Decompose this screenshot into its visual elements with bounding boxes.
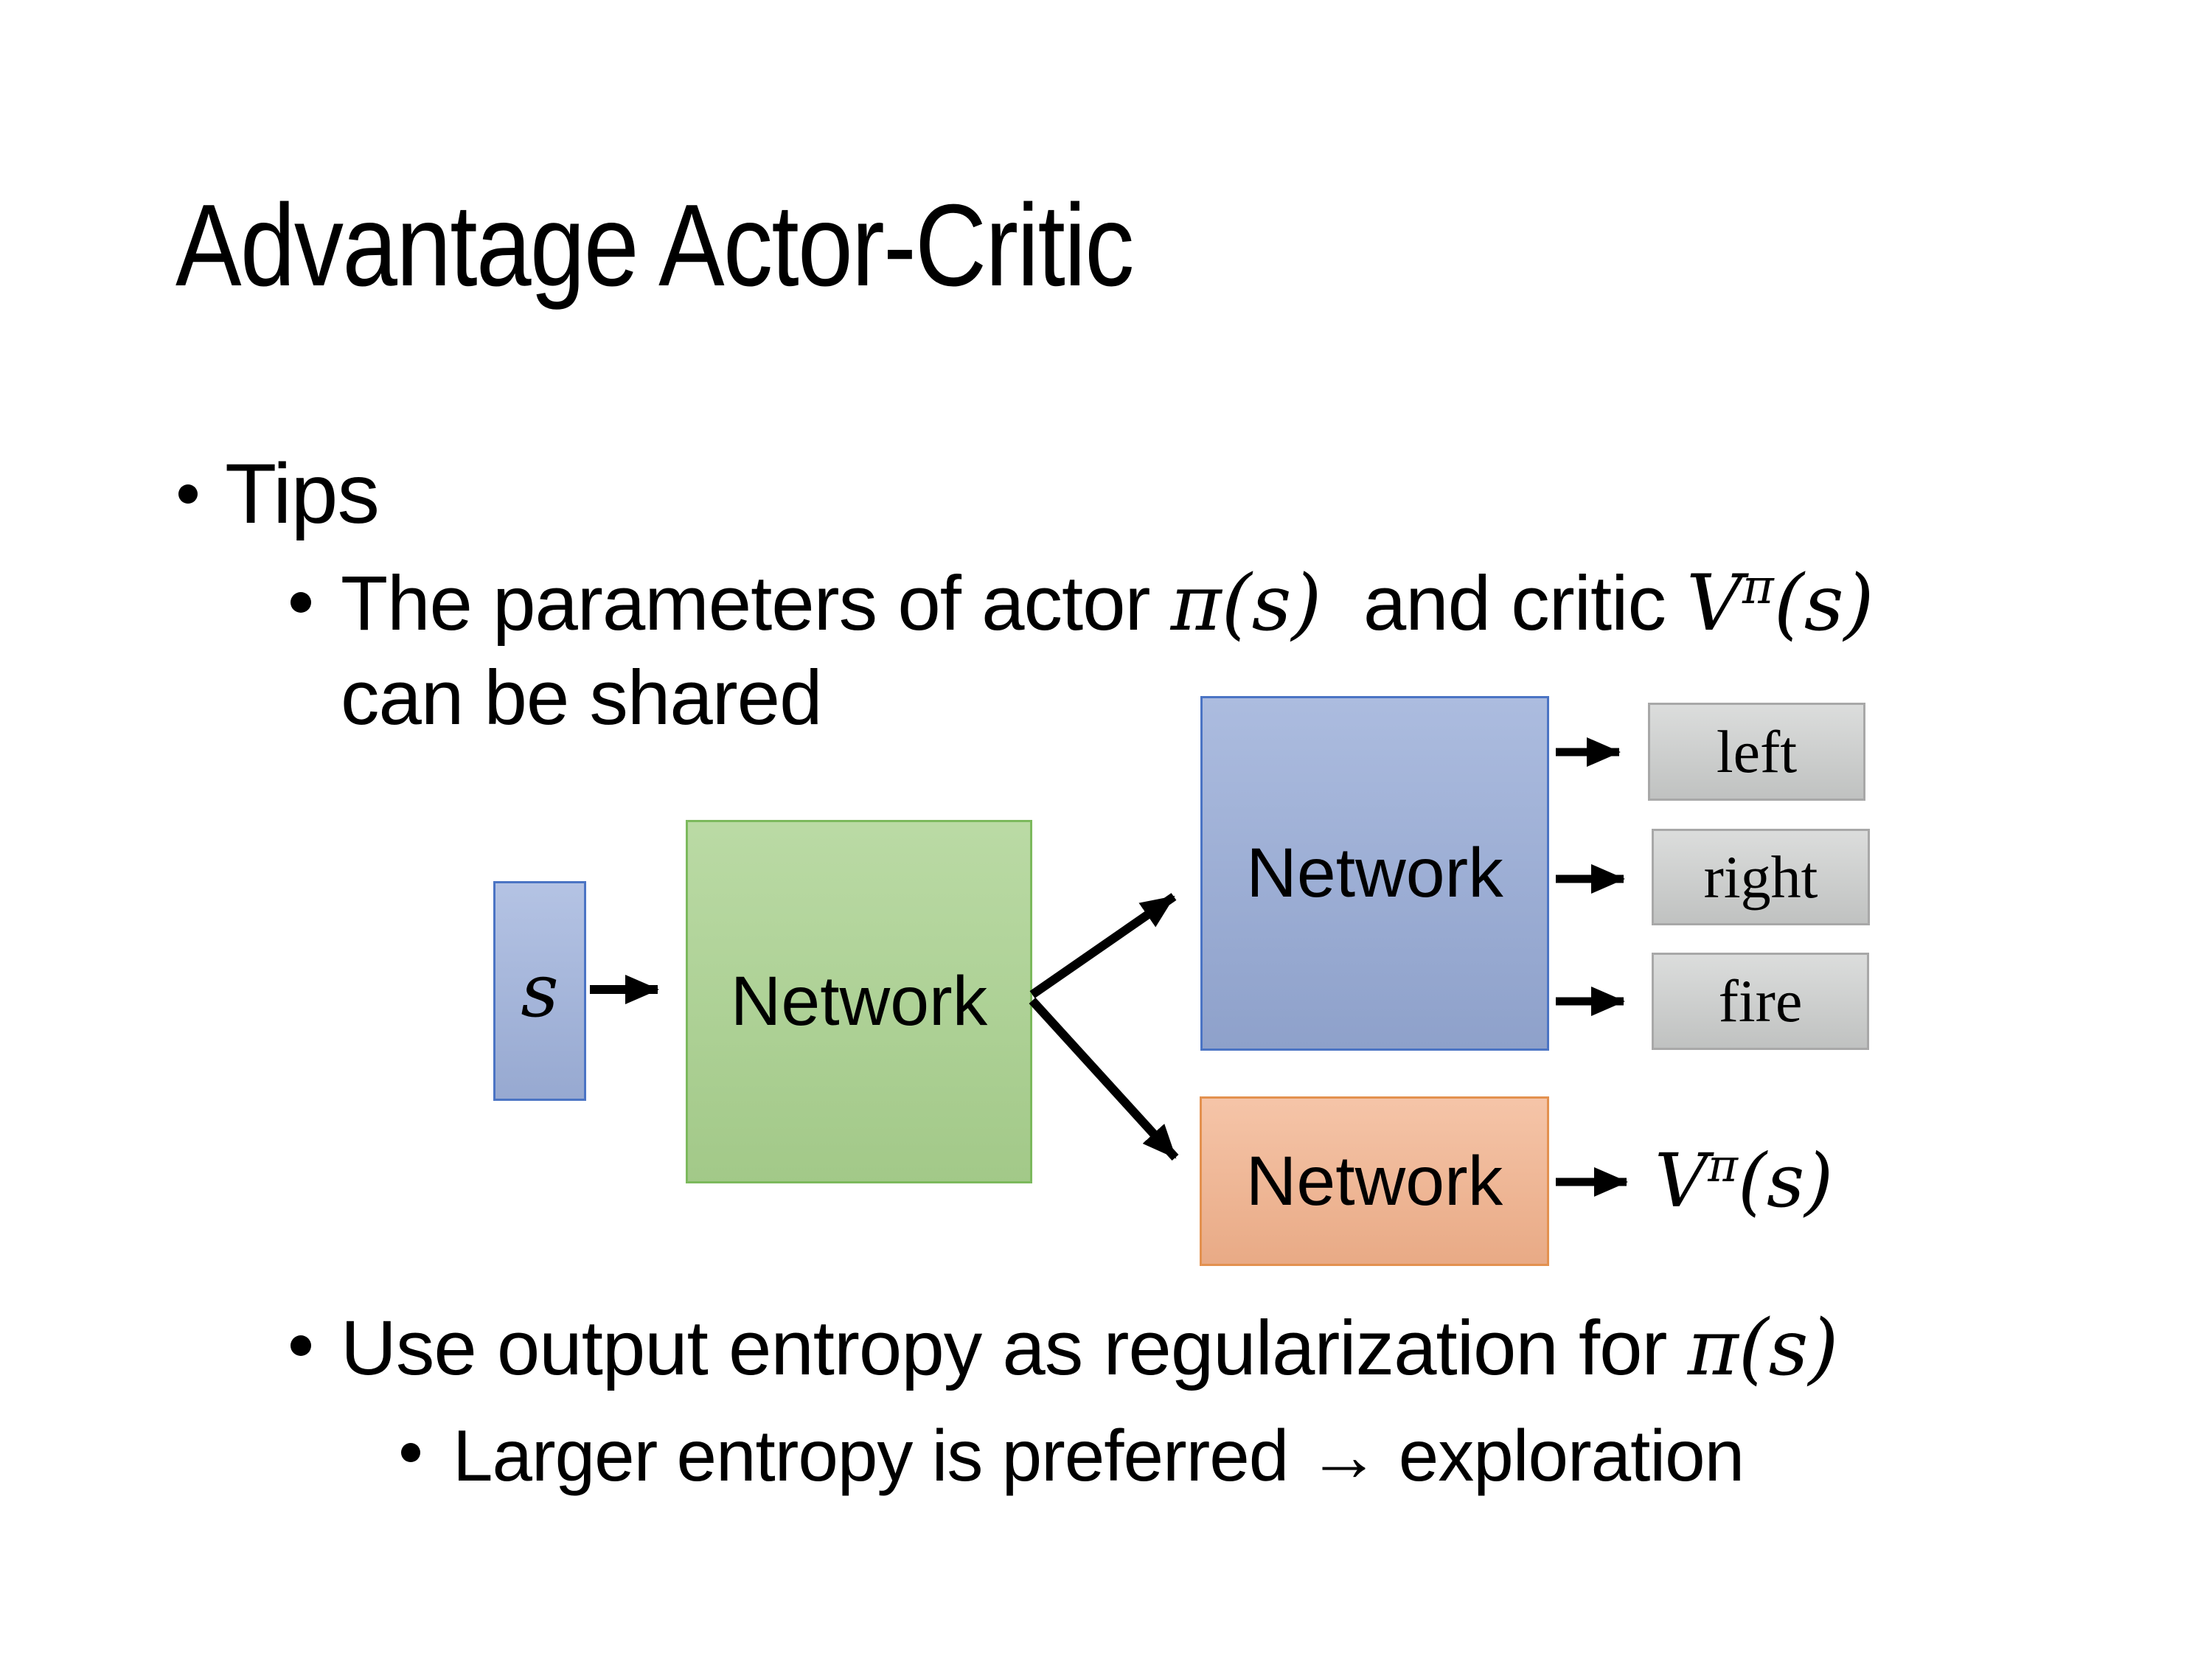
- actor-network-label: Network: [1246, 834, 1503, 912]
- math-critic-v: Vπ(s): [1686, 558, 1874, 648]
- slide-title: Advantage Actor-Critic: [175, 181, 1134, 310]
- math-v-arg: (s): [1773, 558, 1874, 648]
- bullet-dot-level2: [291, 1335, 311, 1356]
- state-label: s: [521, 947, 559, 1034]
- text-parameters-mid: and critic: [1321, 560, 1687, 647]
- bullet-parameters-shared-line1: The parameters of actor π(s) and critic …: [341, 563, 1874, 642]
- value-v-base: V: [1655, 1138, 1708, 1224]
- state-input-box: s: [493, 881, 586, 1101]
- bullet-dot-level3: [401, 1443, 420, 1462]
- action-box-fire: fire: [1652, 953, 1869, 1050]
- action-box-right: right: [1652, 829, 1870, 925]
- shared-network-box: Network: [686, 820, 1032, 1183]
- value-v-sup-pi: π: [1708, 1138, 1738, 1192]
- value-output-label: Vπ(s): [1655, 1142, 1833, 1218]
- bullet-dot-level1: [178, 484, 198, 504]
- math-v-base: V: [1686, 558, 1742, 648]
- actor-network-box: Network: [1200, 696, 1549, 1051]
- shared-network-label: Network: [730, 962, 988, 1040]
- action-box-left: left: [1648, 703, 1865, 801]
- critic-network-label: Network: [1245, 1141, 1503, 1220]
- value-v-arg: (s): [1737, 1138, 1834, 1224]
- action-label-fire: fire: [1718, 967, 1803, 1034]
- math-entropy-pi-s: π(s): [1687, 1303, 1839, 1393]
- bullet-tips: Tips: [225, 447, 380, 541]
- text-parameters-pre: The parameters of actor: [341, 560, 1171, 647]
- bullet-dot-level2: [291, 592, 311, 613]
- bullet-entropy-regularization: Use output entropy as regularization for…: [341, 1310, 1839, 1388]
- arrow-shared-to-actor: [1029, 893, 1177, 998]
- action-label-left: left: [1716, 717, 1798, 785]
- action-label-right: right: [1703, 843, 1818, 911]
- bullet-parameters-shared-line2: can be shared: [341, 655, 822, 741]
- critic-network-box: Network: [1200, 1096, 1549, 1266]
- math-actor-pi-s: π(s): [1170, 558, 1322, 648]
- math-v-sup-pi: π: [1742, 560, 1774, 616]
- bullet-larger-entropy-exploration: Larger entropy is preferred → exploratio…: [453, 1415, 1745, 1496]
- text-entropy-pre: Use output entropy as regularization for: [341, 1305, 1688, 1391]
- arrow-shared-to-critic: [1029, 997, 1179, 1161]
